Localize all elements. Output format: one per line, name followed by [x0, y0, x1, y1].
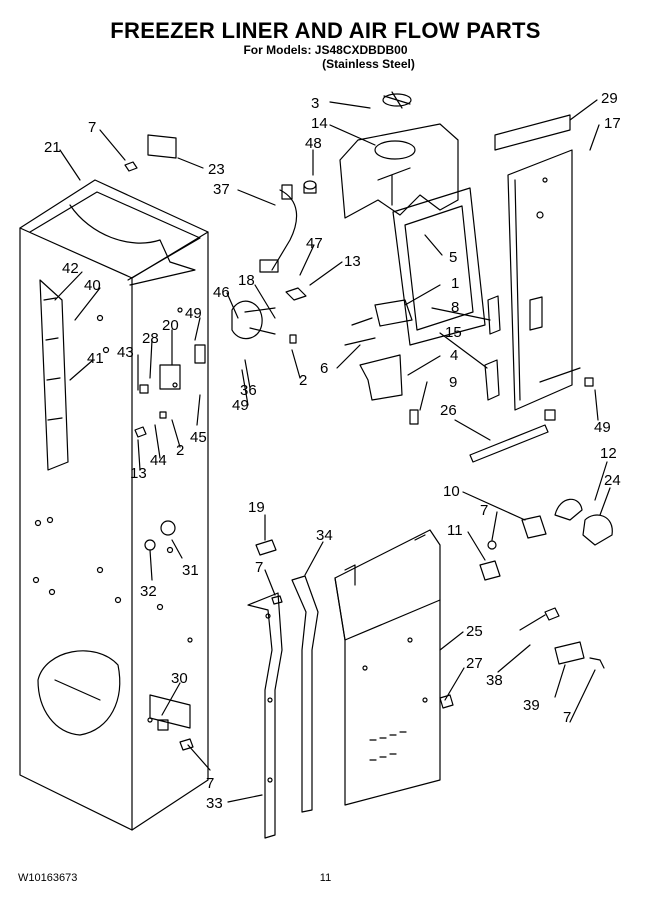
callout-7: 7 [480, 502, 488, 519]
duct-cover [334, 529, 441, 806]
callout-46: 46 [213, 284, 230, 301]
callout-2: 2 [176, 442, 184, 459]
callout-11: 11 [447, 522, 463, 539]
callout-36: 36 [240, 382, 257, 399]
callout-14: 14 [311, 115, 328, 132]
callout-40: 40 [84, 277, 101, 294]
callout-49: 49 [594, 419, 611, 436]
callout-24: 24 [604, 472, 621, 489]
callout-43: 43 [117, 344, 134, 361]
channel-33 [247, 592, 283, 839]
callout-23: 23 [208, 161, 225, 178]
callout-37: 37 [213, 181, 230, 198]
cover-29 [494, 114, 571, 151]
callout-32: 32 [140, 583, 157, 600]
part-39 [554, 641, 585, 665]
callout-6: 6 [320, 360, 328, 377]
callout-7: 7 [563, 709, 571, 726]
fan-shroud [339, 91, 459, 219]
motor-mount [374, 299, 413, 327]
callout-18: 18 [238, 272, 255, 289]
callout-33: 33 [206, 795, 223, 812]
freezer-liner [19, 179, 209, 831]
callout-27: 27 [466, 655, 483, 672]
document-number: W10163673 [18, 872, 78, 884]
callout-31: 31 [182, 562, 199, 579]
variant-line: (Stainless Steel) [322, 57, 415, 71]
callout-20: 20 [162, 317, 179, 334]
lamp-socket [521, 515, 547, 539]
callout-4: 4 [450, 347, 458, 364]
callout-3: 3 [311, 95, 319, 112]
callout-17: 17 [604, 115, 621, 132]
callout-29: 29 [601, 90, 618, 107]
callout-13: 13 [344, 253, 361, 270]
callout-21: 21 [44, 139, 61, 156]
models-line: For Models: JS48CXDBDB00 [243, 43, 408, 57]
callout-34: 34 [316, 527, 333, 544]
callout-48: 48 [305, 135, 322, 152]
strip-34 [291, 575, 319, 813]
callout-9: 9 [449, 374, 457, 391]
callout-12: 12 [600, 445, 617, 462]
bracket-23 [147, 134, 177, 159]
rail-26 [469, 424, 549, 463]
callout-44: 44 [150, 452, 167, 469]
callout-49: 49 [232, 397, 249, 414]
callout-49: 49 [185, 305, 202, 322]
page-title: FREEZER LINER AND AIR FLOW PARTS [110, 18, 541, 43]
callout-7: 7 [206, 775, 214, 792]
callout-39: 39 [523, 697, 540, 714]
callout-47: 47 [306, 235, 323, 252]
callout-42: 42 [62, 260, 79, 277]
callout-7: 7 [88, 119, 96, 136]
callout-8: 8 [451, 299, 459, 316]
callout-28: 28 [142, 330, 159, 347]
callout-26: 26 [440, 402, 457, 419]
callout-45: 45 [190, 429, 207, 446]
callout-5: 5 [449, 249, 457, 266]
callout-19: 19 [248, 499, 265, 516]
callout-7: 7 [255, 559, 263, 576]
callout-labels: 3 29 14 17 7 48 21 23 37 5 47 13 42 40 1… [44, 90, 621, 812]
side-panel-17 [507, 149, 573, 411]
callout-30: 30 [171, 670, 188, 687]
callout-25: 25 [466, 623, 483, 640]
callout-41: 41 [87, 350, 104, 367]
callout-13: 13 [130, 465, 147, 482]
callout-10: 10 [443, 483, 460, 500]
callout-1: 1 [451, 275, 459, 292]
callout-15: 15 [445, 324, 462, 341]
callout-2: 2 [299, 372, 307, 389]
page-number: 11 [319, 872, 332, 884]
callout-38: 38 [486, 672, 503, 689]
